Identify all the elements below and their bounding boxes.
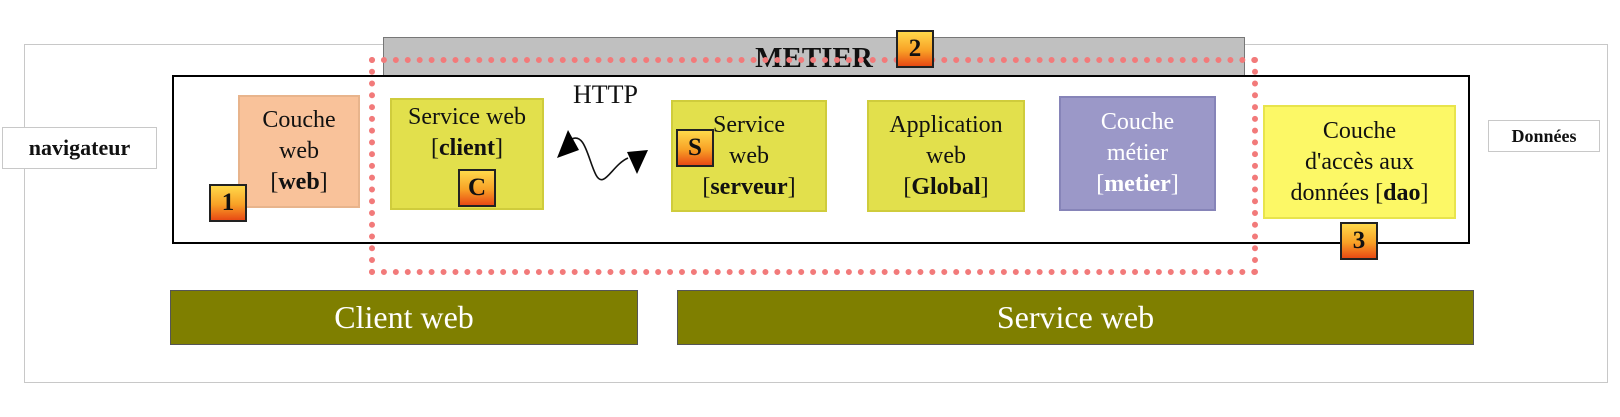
application-line1: Application <box>889 111 1003 138</box>
service-serveur-line3: [serveur] <box>702 173 796 200</box>
metier-dashed-boundary <box>369 57 1258 275</box>
badge-client: C <box>458 169 496 207</box>
couche-web-line2: web <box>279 138 319 164</box>
service-web-band: Service web <box>677 290 1474 345</box>
client-web-label: Client web <box>334 299 474 335</box>
couche-dao-line1: Couche <box>1322 117 1397 144</box>
client-web-band: Client web <box>170 290 638 345</box>
service-client-line1: Service web <box>408 104 526 130</box>
couche-metier-line2: métier <box>1106 140 1169 166</box>
service-web-label: Service web <box>996 299 1155 335</box>
http-label: HTTP <box>573 80 638 109</box>
couche-metier-box: Couche métier [metier] <box>1059 96 1216 211</box>
badge-1: 1 <box>209 184 247 222</box>
application-web-box: Application web [Global] <box>867 100 1025 212</box>
couche-web-box: Couche web [web] <box>238 95 360 208</box>
service-client-line2: [client] <box>431 135 503 161</box>
service-serveur-line1: Service <box>713 111 785 138</box>
couche-web-line1: Couche <box>262 107 336 133</box>
application-line3: [Global] <box>903 173 989 200</box>
donnees-label: Données <box>1488 120 1600 152</box>
service-serveur-line2: web <box>729 142 769 169</box>
badge-3: 3 <box>1340 222 1378 260</box>
couche-dao-line3: données [dao] <box>1290 179 1429 206</box>
couche-metier-line3: [metier] <box>1096 171 1179 197</box>
couche-dao-box: Couche d'accès aux données [dao] <box>1263 105 1456 219</box>
couche-web-line3: [web] <box>270 169 328 195</box>
badge-server: S <box>676 129 714 167</box>
couche-dao-line2: d'accès aux <box>1305 148 1414 175</box>
navigateur-label: navigateur <box>2 127 157 169</box>
application-line2: web <box>926 142 966 169</box>
badge-2: 2 <box>896 30 934 68</box>
architecture-box <box>172 75 1470 244</box>
couche-metier-line1: Couche <box>1100 109 1175 135</box>
